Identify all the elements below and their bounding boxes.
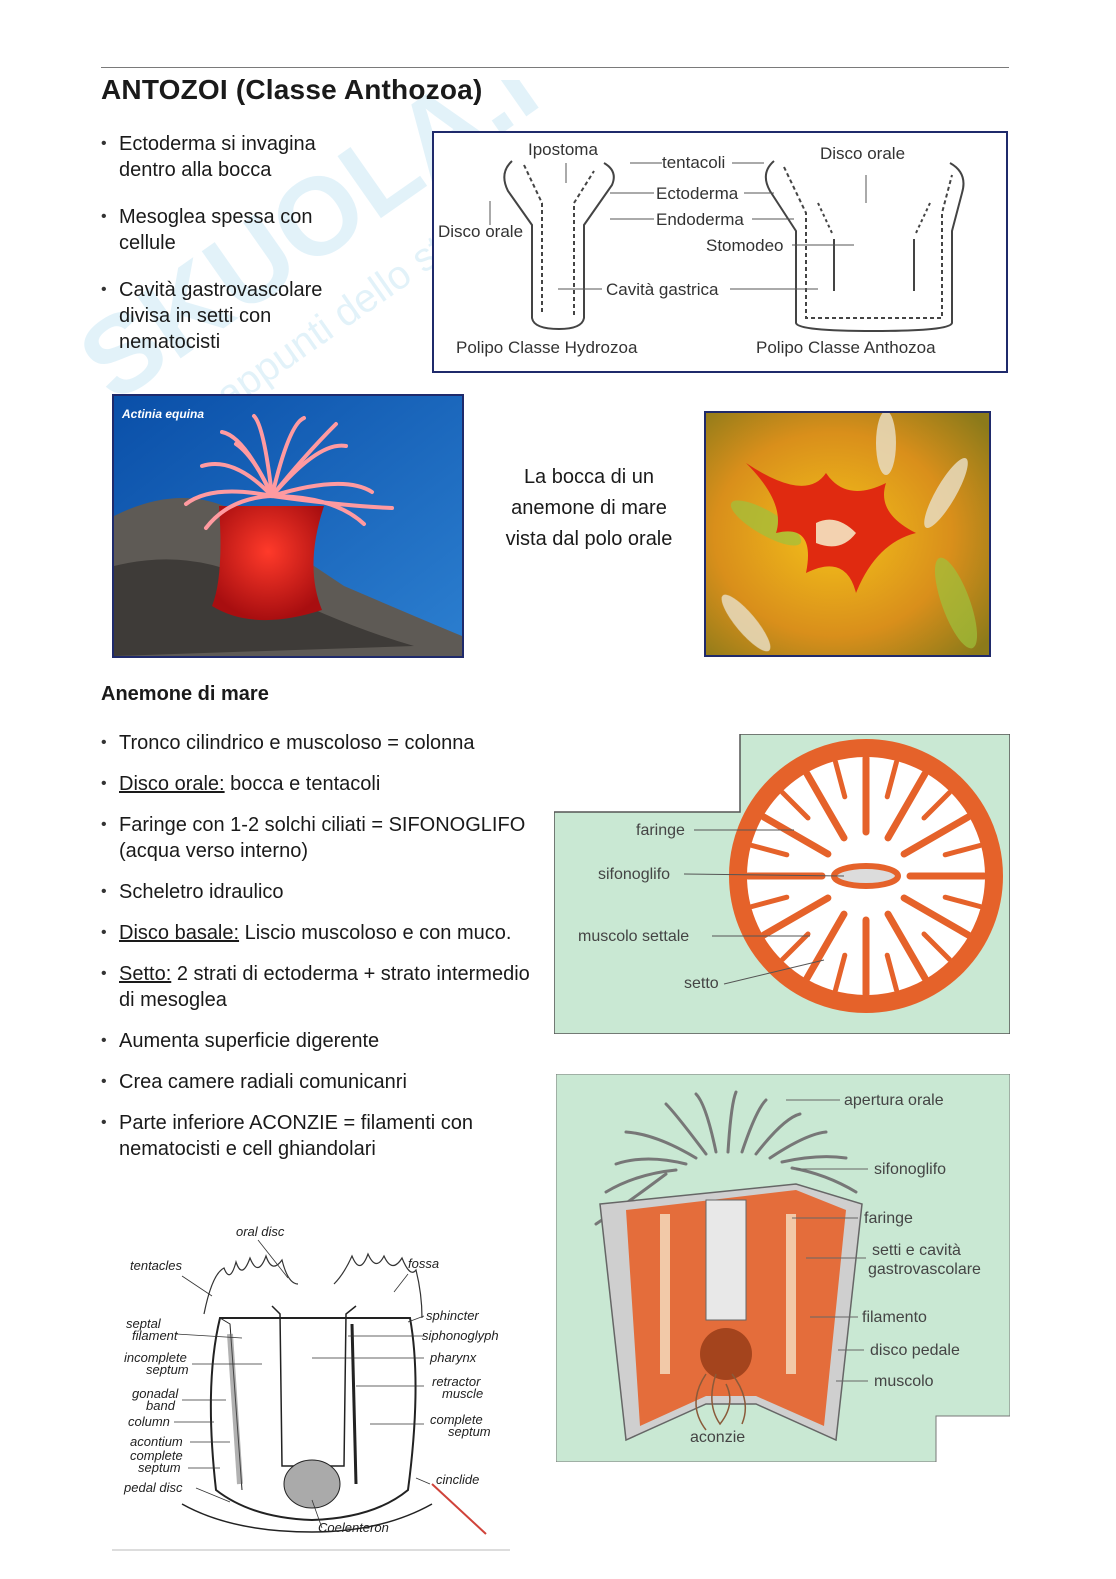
label-complete-septum: septum <box>448 1424 491 1439</box>
label-pharynx: pharynx <box>429 1350 477 1365</box>
label-filamento: filamento <box>862 1309 927 1326</box>
anemone-bullet-list: Tronco cilindrico e muscoloso = colonna … <box>101 730 531 1162</box>
label-polipo-anthozoa: Polipo Classe Anthozoa <box>756 338 936 357</box>
label-apertura-orale: apertura orale <box>844 1092 944 1109</box>
label-filament: filament <box>132 1328 179 1343</box>
anemone-anatomy-diagram: apertura orale sifonoglifo faringe setti… <box>556 1074 1010 1462</box>
label-oral-disc: oral disc <box>236 1224 285 1239</box>
anemone-bullet: Tronco cilindrico e muscoloso = colonna <box>101 730 531 756</box>
label-fossa: fossa <box>408 1256 439 1271</box>
label-stomodeo: Stomodeo <box>706 236 784 255</box>
label-muscle: muscle <box>442 1386 483 1401</box>
label-ipostoma: Ipostoma <box>528 140 598 159</box>
label-pedal-disc: pedal disc <box>123 1480 183 1495</box>
label-septum: septum <box>146 1362 189 1377</box>
intro-bullet-list: Ectoderma si invagina dentro alla bocca … <box>101 131 371 355</box>
label-setti: setti e cavità <box>872 1242 961 1259</box>
label-cavita-gastrica: Cavità gastrica <box>606 280 719 299</box>
anemone-bullet: Aumenta superficie digerente <box>101 1028 531 1054</box>
cross-section-diagram: faringe sifonoglifo muscolo settale sett… <box>554 734 1010 1034</box>
label-complete-septum: septum <box>138 1460 181 1475</box>
anemone-bullet: Scheletro idraulico <box>101 879 531 905</box>
label-setto: setto <box>684 975 719 992</box>
intro-bullet: Ectoderma si invagina dentro alla bocca <box>101 131 371 183</box>
header-rule <box>101 67 1009 68</box>
anemone-sketch: oral disc tentacles fossa septal filamen… <box>112 1214 510 1554</box>
polyp-comparison-diagram: Ipostoma tentacoli Disco orale Ectoderma… <box>432 131 1008 373</box>
page-title: ANTOZOI (Classe Anthozoa) <box>101 74 482 106</box>
label-acontium: acontium <box>130 1434 183 1449</box>
anemone-bullet: Disco basale: Liscio muscoloso e con muc… <box>101 920 531 946</box>
anemone-bullet: Faringe con 1-2 solchi ciliati = SIFONOG… <box>101 812 531 864</box>
label-sphincter: sphincter <box>426 1308 479 1323</box>
label-faringe: faringe <box>636 822 685 839</box>
actinia-photo: Actinia equina <box>112 394 464 658</box>
label-gastrovascolare: gastrovascolare <box>868 1261 981 1278</box>
label-tentacles: tentacles <box>130 1258 183 1273</box>
photo-label: Actinia equina <box>121 407 204 421</box>
label-muscolo: muscolo <box>874 1373 934 1390</box>
label-coelenteron: Coelenteron <box>318 1520 389 1535</box>
anemone-bullet: Setto: 2 strati di ectoderma + strato in… <box>101 961 531 1013</box>
label-sifonoglifo: sifonoglifo <box>874 1161 946 1178</box>
label-ectoderma: Ectoderma <box>656 184 739 203</box>
label-disco-orale: Disco orale <box>438 222 523 241</box>
label-endoderma: Endoderma <box>656 210 744 229</box>
anemone-bullet: Crea camere radiali comunicanri <box>101 1069 531 1095</box>
label-disco-orale: Disco orale <box>820 144 905 163</box>
label-column: column <box>128 1414 170 1429</box>
intro-bullet: Cavità gastrovascolare divisa in setti c… <box>101 277 371 355</box>
label-siphonoglyph: siphonoglyph <box>422 1328 499 1343</box>
section-heading: Anemone di mare <box>101 683 269 706</box>
label-muscolo-settale: muscolo settale <box>578 928 689 945</box>
mouth-photo-caption: La bocca di un anemone di mare vista dal… <box>480 462 698 555</box>
label-band: band <box>146 1398 176 1413</box>
label-faringe: faringe <box>864 1210 913 1227</box>
label-polipo-hydrozoa: Polipo Classe Hydrozoa <box>456 338 638 357</box>
anemone-bullet: Disco orale: bocca e tentacoli <box>101 771 531 797</box>
label-cinclide: cinclide <box>436 1472 479 1487</box>
anemone-mouth-photo <box>704 411 991 657</box>
label-sifonoglifo: sifonoglifo <box>598 866 670 883</box>
label-tentacoli: tentacoli <box>662 153 725 172</box>
intro-bullet: Mesoglea spessa con cellule <box>101 204 371 256</box>
anemone-bullet: Parte inferiore ACONZIE = filamenti con … <box>101 1110 531 1162</box>
label-disco-pedale: disco pedale <box>870 1342 960 1359</box>
label-aconzie: aconzie <box>690 1429 745 1446</box>
